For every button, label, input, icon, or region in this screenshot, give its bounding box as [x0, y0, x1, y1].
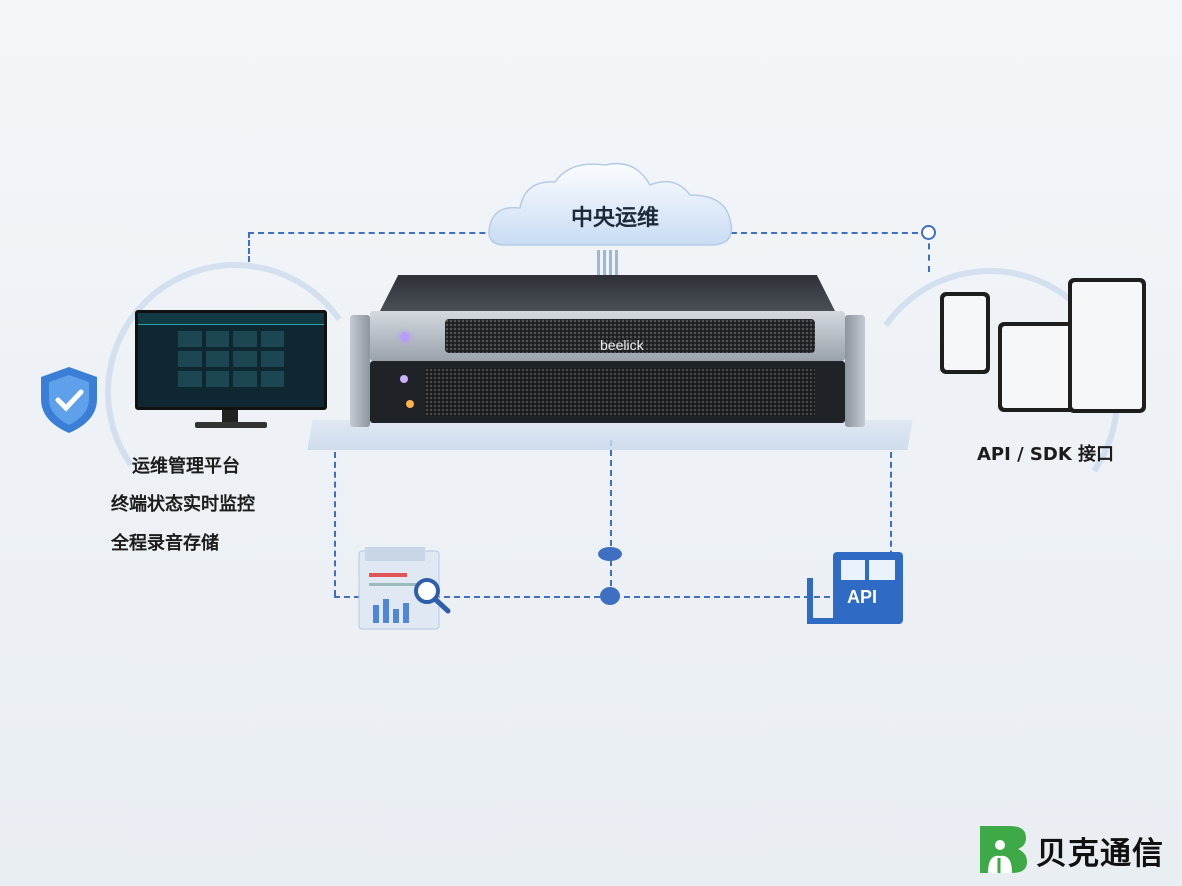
connector-left-up: [248, 232, 250, 262]
cloud-link: [597, 250, 619, 278]
feature-monitoring: 终端状态实时监控: [111, 494, 255, 515]
power-led-icon: [400, 332, 410, 342]
monitor-stand: [222, 410, 238, 424]
monitor-base: [195, 422, 267, 428]
mobile-device: [940, 292, 990, 374]
feature-recording: 全程录音存储: [111, 533, 219, 554]
status-led-icon: [400, 375, 408, 383]
beike-logo-icon: [980, 826, 1027, 873]
rack-ear-right: [845, 315, 865, 427]
server-vent-lower: [425, 368, 815, 416]
api-chip-icon: [807, 552, 903, 624]
rack-ear-left: [350, 315, 370, 427]
api-label: API: [847, 587, 878, 607]
api-sdk-title: API / SDK 接口: [977, 444, 1115, 465]
dashboard-monitor: [135, 310, 327, 410]
cloud-label: 中央运维: [570, 206, 659, 231]
node-dot: [598, 547, 622, 561]
shield-check-icon: [41, 367, 97, 433]
server-vent-upper: [445, 319, 815, 353]
server-brand: beelick: [600, 337, 644, 353]
report-search-icon: [358, 547, 451, 630]
server-top: [380, 275, 835, 311]
alert-led-icon: [406, 400, 414, 408]
platform-title: 运维管理平台: [132, 456, 240, 477]
server-appliance: beelick: [350, 275, 865, 430]
connector-right-up: [928, 232, 930, 272]
connector-center: [610, 440, 612, 596]
tablet-device: [998, 322, 1076, 412]
node-dot: [921, 225, 936, 240]
brand-name: 贝克通信: [1036, 836, 1164, 872]
mobile-device: [1068, 278, 1146, 413]
connector-bottom-left: [334, 452, 336, 596]
cloud-icon: [488, 162, 733, 246]
connector-bottom-right: [890, 452, 892, 596]
node-dot: [600, 587, 620, 605]
